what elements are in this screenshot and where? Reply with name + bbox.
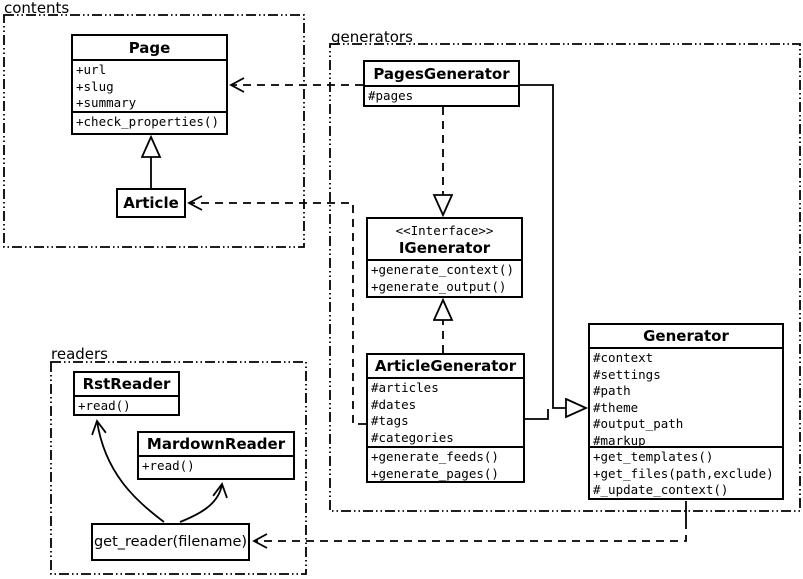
attribute-row: #theme <box>593 399 639 415</box>
class-box-pagesgenerator: PagesGenerator #pages <box>363 60 520 107</box>
package-label-readers: readers <box>51 345 108 363</box>
method-row: #_update_context() <box>593 482 729 497</box>
class-box-article: Article <box>116 188 186 218</box>
class-title-page: Page <box>73 36 226 61</box>
class-methods-articlegenerator: +generate_feeds() +generate_pages() <box>368 448 523 483</box>
class-title-pagesgenerator: PagesGenerator <box>365 62 518 87</box>
method-row: +read() <box>78 398 131 413</box>
dependency-generator-getreader <box>252 521 687 549</box>
class-attributes-pagesgenerator: #pages <box>365 87 518 106</box>
class-stereotype-igenerator: <<Interface>> <box>395 222 494 238</box>
class-title-articlegenerator: ArticleGenerator <box>368 355 523 379</box>
class-attributes-generator: #context #settings #path #theme #output_… <box>590 349 782 448</box>
package-label-generators: generators <box>331 28 413 46</box>
function-box-get-reader: get_reader(filename) <box>91 523 250 561</box>
generalization-articlegenerator-generator <box>525 409 549 420</box>
class-title-rstreader: RstReader <box>75 373 178 397</box>
class-box-page: Page +url +slug +summary +check_properti… <box>71 34 228 135</box>
attribute-row: #tags <box>371 413 409 428</box>
package-label-contents: contents <box>4 0 70 17</box>
class-box-generator: Generator #context #settings #path #them… <box>588 323 784 500</box>
class-methods-igenerator: +generate_context() +generate_output() <box>368 261 521 296</box>
class-methods-page: +check_properties() <box>73 113 226 132</box>
attribute-row: #categories <box>371 429 454 445</box>
method-row: +generate_pages() <box>371 465 499 481</box>
class-title-igenerator: <<Interface>> IGenerator <box>368 219 521 261</box>
method-row: +generate_output() <box>371 278 507 294</box>
method-row: +generate_context() <box>371 262 514 277</box>
association-getreader-mardownreader <box>179 482 228 523</box>
attribute-row: #path <box>593 383 631 398</box>
class-box-articlegenerator: ArticleGenerator #articles #dates #tags … <box>366 353 525 483</box>
attribute-row: #output_path <box>593 416 684 431</box>
class-box-rstreader: RstReader +read() <box>73 371 180 416</box>
class-title-mardownreader: MardownReader <box>139 433 293 457</box>
attribute-row: +summary <box>76 95 137 110</box>
attribute-row: #settings <box>593 366 661 382</box>
class-title-generator: Generator <box>590 325 782 349</box>
dependency-articlegenerator-article <box>187 195 366 425</box>
class-title-article: Article <box>123 194 179 212</box>
attribute-row: #markup <box>593 432 646 448</box>
method-row: +read() <box>142 458 195 473</box>
class-attributes-articlegenerator: #articles #dates #tags #categories <box>368 379 523 448</box>
class-methods-generator: +get_templates() +get_files(path,exclude… <box>590 448 782 500</box>
class-box-mardownreader: MardownReader +read() <box>137 431 295 480</box>
method-row: +get_files(path,exclude) <box>593 465 774 481</box>
attribute-row: #dates <box>371 396 417 412</box>
class-attributes-page: +url +slug +summary <box>73 61 226 113</box>
class-name-igenerator: IGenerator <box>398 238 491 257</box>
generalization-pagesgenerator-generator <box>519 84 586 408</box>
class-methods-rstreader: +read() <box>75 397 178 416</box>
attribute-row: #pages <box>368 88 414 103</box>
method-row: +generate_feeds() <box>371 449 499 464</box>
attribute-row: #articles <box>371 380 439 395</box>
method-row: +check_properties() <box>76 114 219 129</box>
attribute-row: +slug <box>76 78 114 94</box>
class-box-igenerator: <<Interface>> IGenerator +generate_conte… <box>366 217 523 298</box>
attribute-row: +url <box>76 62 107 77</box>
class-methods-mardownreader: +read() <box>139 457 293 476</box>
method-row: +get_templates() <box>593 449 714 464</box>
attribute-row: #context <box>593 350 654 365</box>
